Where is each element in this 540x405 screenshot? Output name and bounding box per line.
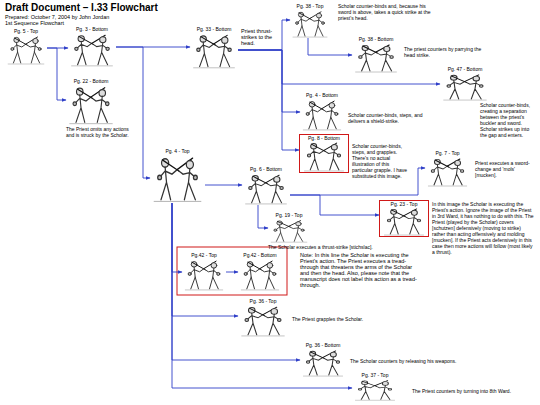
flow-arrow [238,20,290,50]
figure-panel: Pg. 47 - BottomScholar counter-binds, cr… [440,66,490,101]
note-text: Note: In this line the Scholar is execut… [300,252,420,288]
page-heading: Pg. 4 - Bottom [300,92,344,99]
page-heading: Pg. 47 - Bottom [440,66,490,73]
description-text: In this image the Scholar is executing t… [432,201,535,255]
note-text: Prepared: October 7, 2004 by John Jordan [5,14,205,20]
page-heading: Pg. 37 - Top [352,372,398,379]
figure-panel: Pg. 22 - BottomThe Priest omits any acti… [66,78,116,125]
description-text: The Scholar counters by releasing his we… [350,358,465,364]
description-text: The Priest grapples the Scholar. [292,316,390,322]
figure-panel: Pg. 33 - Bottom [190,26,238,69]
flow-arrow [290,195,379,215]
flow-arrow [205,185,242,186]
flow-arrow [172,203,300,360]
page-heading: Pg. 36 - Top [238,298,288,305]
figure-panel: Pg. 38 - TopScholar counter-binds and, b… [290,3,330,38]
figure-panel: Pg. 5 - Top [5,28,47,65]
figure-panel: Pg.42 - Top [182,252,226,291]
description-text: Scholar counter-binds, creating a separa… [480,102,535,138]
figure-panel: Pg. 38 - BottomThe priest counters by pa… [352,36,400,73]
flow-arrow [172,203,352,388]
figure-panel: Pg. 19 - TopThe Scholar executes a thrus… [268,212,310,243]
page-heading: Pg. 23 - Top [380,201,428,208]
fencer-figures [8,12,486,400]
page-heading: Pg.42 - Top [182,252,226,259]
flow-arrow [258,205,268,228]
figure-panel: Pg. 8 - BottomScholar counter-binds, ste… [299,134,349,173]
flow-arrow [308,38,352,55]
page-heading: Pg. 38 - Bottom [352,36,400,43]
flow-arrow [226,272,238,273]
page-heading: Pg. 22 - Bottom [66,78,116,85]
description-text: Priest executes a sword-change and 'mols… [475,160,535,178]
page-heading: Pg. 19 - Top [268,212,310,219]
figure-panel: Pg. 36 - TopThe Priest grapples the Scho… [238,298,288,337]
description-text: Scholar counter-binds, steps, and grappl… [352,143,410,179]
figure-panel: Pg. 37 - TopThe Priest counters by turni… [352,372,398,401]
flow-arrow [116,47,150,178]
flow-arrow [172,203,182,272]
figure-panel: Pg. 3 - Bottom [68,26,116,67]
page-heading: Pg. 38 - Top [290,3,330,10]
page-heading: Pg. 3 - Bottom [68,26,116,33]
page-heading: Pg.42 - Bottom [238,252,282,259]
flow-arrow [47,48,66,100]
note-text: 1st Sequence Flowchart [5,20,205,26]
page-heading: Pg. 6 - Bottom [242,166,290,173]
figure-panel: Pg. 36 - BottomThe Scholar counters by r… [300,342,346,377]
description-text: Scholar counter-binds, steps, and delive… [348,112,423,124]
highlight-box [177,247,287,295]
flow-arrow [238,50,300,112]
description-text: Scholar counter-binds and, because his s… [338,3,433,21]
description-text: The Priest omits any actions and is stru… [66,126,136,138]
flow-arrow [172,203,238,316]
page-heading: Pg. 5 - Top [5,28,47,35]
figure-panel: Pg. 4 - Top [150,148,205,203]
figure-panel: Pg. 6 - Bottom [242,166,290,205]
description-text: The Scholar executes a thrust-strike [st… [268,244,408,250]
note-text: Priest thrust-strikes to the head. [241,28,279,46]
chart-title: Draft Document – I.33 Flowchart [5,2,158,13]
flow-arrow [238,50,299,150]
page-heading: Pg. 7 - Top [425,150,470,157]
figure-panel: Pg. 23 - TopIn this image the Scholar is… [379,200,429,237]
page-heading: Pg. 8 - Bottom [300,135,348,142]
figure-panel: Pg.42 - Bottom [238,252,282,291]
page-heading: Pg. 4 - Top [150,148,205,155]
page-heading: Pg. 33 - Bottom [190,26,238,33]
description-text: The Priest counters by turning into 8th … [412,388,530,394]
page-heading: Pg. 36 - Bottom [300,342,346,349]
figure-panel: Pg. 4 - BottomScholar counter-binds, ste… [300,92,344,131]
description-text: The priest counters by parrying the head… [404,46,489,58]
figure-panel: Pg. 7 - TopPriest executes a sword-chang… [425,150,470,187]
